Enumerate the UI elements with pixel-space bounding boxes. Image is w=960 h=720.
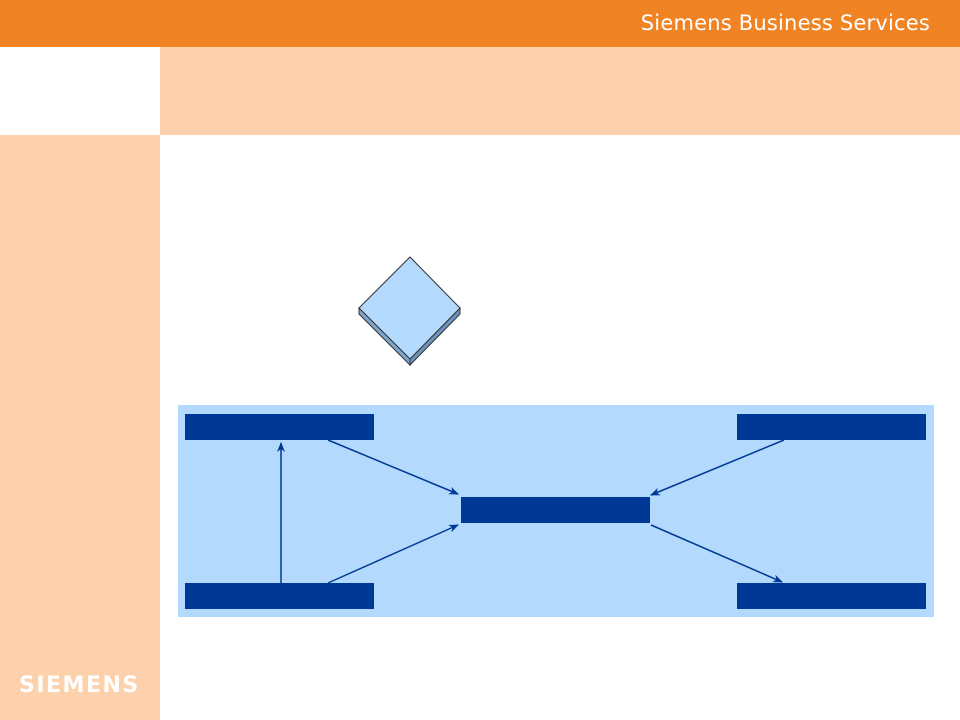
edge-bottomleft-center bbox=[327, 524, 459, 584]
flow-panel bbox=[178, 405, 934, 617]
left-sidebar bbox=[0, 135, 160, 720]
corner-area bbox=[0, 47, 160, 135]
flow-arrows bbox=[277, 439, 785, 584]
process-box-center bbox=[461, 497, 650, 523]
title-band bbox=[160, 47, 960, 135]
company-name: Siemens Business Services bbox=[640, 11, 930, 35]
siemens-logo: SIEMENS bbox=[19, 673, 140, 698]
edge-topright-center bbox=[650, 439, 785, 496]
process-box-bottom-left bbox=[185, 583, 374, 609]
edge-center-bottomright bbox=[650, 524, 783, 583]
process-box-top-right bbox=[737, 414, 926, 440]
header-bar: Siemens Business Services bbox=[0, 0, 960, 47]
decision-diamond-icon bbox=[358, 256, 461, 366]
process-box-bottom-right bbox=[737, 583, 926, 609]
edge-topleft-center bbox=[327, 439, 459, 495]
process-box-top-left bbox=[185, 414, 374, 440]
